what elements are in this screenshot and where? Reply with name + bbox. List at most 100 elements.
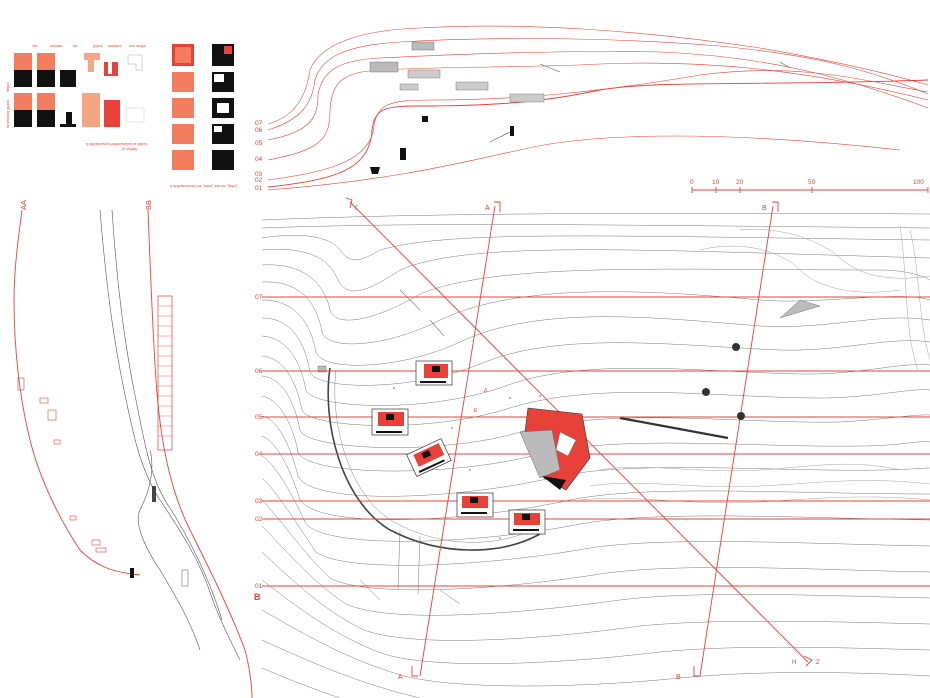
- matrix-cell: [217, 103, 229, 113]
- matrix-shape: [84, 53, 100, 72]
- house-unit: [508, 509, 546, 535]
- matrix-cell: [175, 47, 191, 63]
- long-section: 07 06 05 04 03 02 01: [255, 25, 929, 192]
- matrix-cell: [212, 150, 234, 170]
- matrix-shape: [60, 112, 76, 127]
- matrix-cell: [104, 100, 120, 127]
- rock-outcrop: [779, 299, 821, 319]
- section-building: [407, 69, 441, 79]
- cut-label-a-bottom: A: [398, 674, 403, 681]
- matrix-cell: [14, 93, 32, 110]
- section-path: [489, 131, 511, 143]
- matrix-col-label-2: κατοικία: [50, 44, 62, 48]
- section-path: [539, 63, 561, 73]
- section-aa-label: AA: [19, 200, 28, 210]
- matrix-cell: [37, 70, 55, 87]
- scale-tick-label: 50: [808, 179, 816, 186]
- plan-level-06: 06: [255, 368, 263, 375]
- section-ground-line: [267, 79, 929, 188]
- section-building: [455, 81, 489, 91]
- plan-small-label-d: Δ: [484, 388, 488, 394]
- matrix-cell: [14, 70, 32, 87]
- section-level-05: 05: [255, 140, 263, 147]
- section-line: [267, 25, 929, 125]
- section-level-01: 01: [255, 185, 263, 192]
- matrix-cell: [37, 53, 55, 70]
- matrix-caption-1: η αρχιτεκτονική μορφοποίηση σε χάρτη: [86, 142, 147, 146]
- cut-label-h: H: [792, 660, 796, 666]
- scale-tick-label: 100: [913, 179, 924, 186]
- section-building: [510, 126, 514, 136]
- cut-line-a: [419, 205, 496, 677]
- tree-marker: [732, 343, 740, 351]
- matrix-cell: [214, 74, 224, 82]
- matrix-col-label-6: νέοι στόχοι: [129, 44, 146, 48]
- level-lines: [262, 296, 930, 587]
- plan-level-02: 02: [255, 516, 263, 523]
- site-plan: 07 06 05 04 03 02 01 B A A B B Γ H Z Δ E: [254, 197, 930, 698]
- section-bb-stairs: [157, 295, 173, 451]
- scale-tick-label: 20: [736, 179, 744, 186]
- section-building: [509, 93, 545, 103]
- plan-small-label-e: E: [474, 408, 478, 414]
- section-bb-label: BB: [144, 200, 153, 210]
- central-building: [519, 407, 591, 491]
- section-aa-ground: [13, 209, 141, 576]
- house-unit: [406, 438, 452, 477]
- box-structure-matrix: η αρχιτεκτονική ως "κουτί" και ως "δομή": [170, 44, 238, 188]
- plan-level-03: 03: [255, 498, 263, 505]
- section-level-03: 03: [255, 171, 263, 178]
- matrix-cell: [37, 110, 55, 127]
- section-building: [411, 41, 435, 51]
- matrix-row-label-2: εσωτερικός χώρος: [6, 99, 10, 128]
- matrix-cell: [14, 110, 32, 127]
- section-level-06: 06: [255, 127, 263, 134]
- matrix-cell: [224, 46, 232, 54]
- section-building: [422, 116, 428, 122]
- matrix-col-label-3: πρ: [73, 44, 77, 48]
- section-line: [267, 62, 929, 161]
- tree-marker: [737, 412, 745, 420]
- plan-level-01: 01: [255, 583, 263, 590]
- matrix-row-label-1: κτήριο: [6, 82, 10, 92]
- matrix-cell: [172, 150, 194, 170]
- house-unit: [371, 408, 409, 436]
- section-building: [400, 148, 406, 160]
- scale-bar: 0 10 20 50 100: [690, 179, 929, 193]
- plan-level-b: B: [254, 592, 261, 602]
- section-line: [267, 51, 929, 141]
- section-bb-terrain: [137, 449, 201, 651]
- matrix-cell: [82, 93, 100, 127]
- matrix-caption-2: η αρχιτεκτονική ως "κουτί" και ως "δομή": [170, 184, 238, 188]
- matrix-col-label-5: κατοικίες: [108, 44, 122, 48]
- contour-lines: [262, 213, 930, 698]
- house-unit: [415, 360, 453, 386]
- tree-marker: [702, 388, 710, 396]
- section-path: [779, 61, 791, 69]
- section-bb-terrain: [99, 209, 241, 661]
- cut-label-b-top: B: [762, 205, 767, 212]
- section-line: [267, 38, 929, 131]
- section-bb-terrain: [111, 209, 223, 621]
- scale-tick-label: 0: [690, 179, 694, 186]
- typology-matrix: νέα κατοικία πρ χώρος κατοικίες νέοι στό…: [6, 44, 147, 151]
- section-building: [370, 167, 380, 174]
- matrix-cell: [60, 70, 76, 87]
- section-level-02: 02: [255, 177, 263, 184]
- stair-trail: [397, 529, 421, 595]
- retaining-wall: [619, 416, 729, 440]
- vertical-sections: AA BB: [13, 200, 253, 698]
- section-building: [369, 61, 399, 73]
- house-unit: [456, 492, 494, 518]
- section-line: [267, 70, 929, 181]
- matrix-cell: [172, 98, 194, 118]
- matrix-cell: [172, 124, 194, 144]
- section-building: [399, 83, 419, 91]
- matrix-caption-1b: (Η Μορφή): [122, 147, 137, 151]
- cut-label-b-bottom: B: [676, 674, 681, 681]
- scale-tick-label: 10: [712, 179, 720, 186]
- matrix-shape: [104, 62, 118, 76]
- section-line: [267, 135, 901, 191]
- matrix-col-label-4: χώρος: [93, 44, 103, 48]
